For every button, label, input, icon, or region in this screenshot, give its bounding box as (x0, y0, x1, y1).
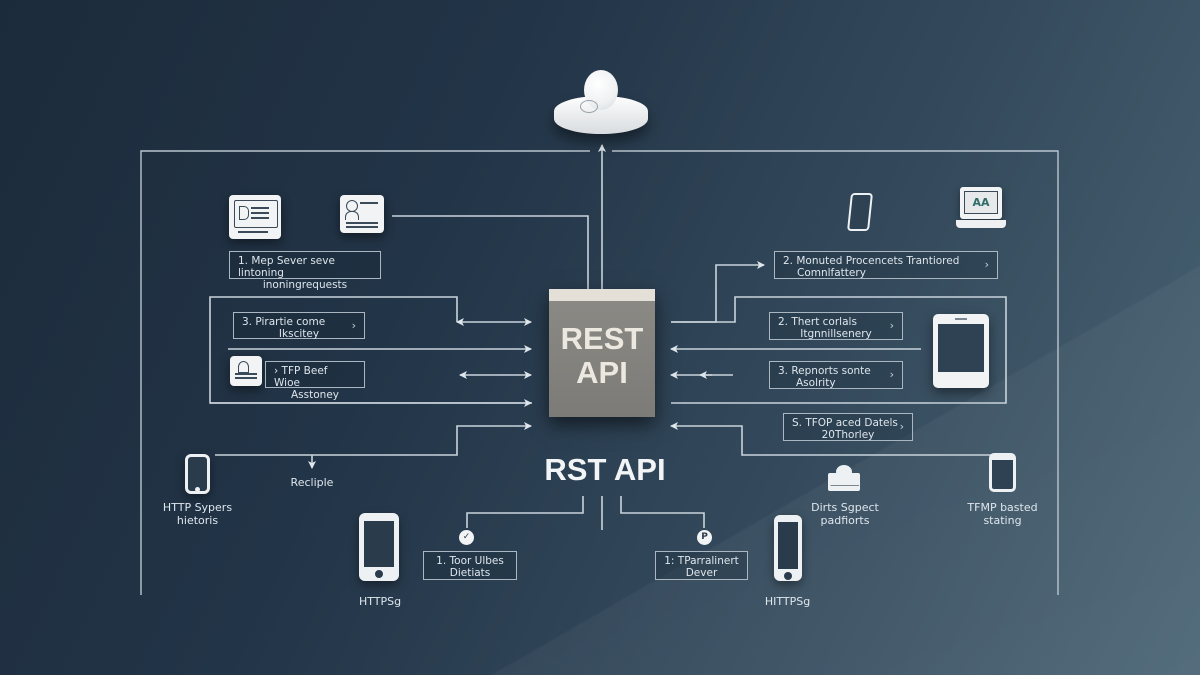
caption-https-left: HTTPSg (358, 595, 402, 608)
wire-bottom-left (466, 496, 584, 528)
right-label-1[interactable]: 2. Monuted Procencets Trantiored Comnlfa… (774, 251, 998, 279)
left-label-1-line2: inoningrequests (262, 279, 348, 291)
smartphone-icon-left[interactable] (185, 454, 210, 494)
caption-recipe: Recliple (290, 476, 334, 489)
wire-profile-to-hub (392, 215, 589, 289)
checkmark-icon: ✓ (459, 530, 474, 545)
document-card-icon[interactable] (229, 195, 281, 239)
chevron-right-icon: › (984, 258, 989, 271)
smartphone-icon[interactable] (847, 193, 873, 231)
right-label-4[interactable]: S. TFOP aced Datels 20Thorley › (783, 413, 913, 441)
tablet-icon[interactable] (933, 314, 989, 388)
laptop-screen-text: AA (972, 196, 990, 209)
right-bottom-label[interactable]: 1: TParralinert Dever (655, 551, 748, 580)
chevron-right-icon: › (351, 318, 356, 332)
left-label-1[interactable]: 1. Mep Sever seve lintoning inoningreque… (229, 251, 381, 291)
left-label-3-line2: Asstoney (291, 389, 339, 401)
caption-dirts-sgpect: Dirts Sgpect padfiorts (811, 501, 879, 527)
pin-icon: P (697, 530, 712, 545)
user-profile-card-icon[interactable] (340, 195, 384, 233)
left-label-2[interactable]: 3. Pirartie come Ikscitey › (233, 312, 365, 340)
hub-label-line2: API (576, 355, 628, 390)
ring-shape (580, 100, 598, 113)
right-label-3[interactable]: 3. Repnorts sonte Asolrity › (769, 361, 903, 389)
left-label-1-line1: 1. Mep Sever seve lintoning (238, 255, 335, 279)
left-label-3-line1: › TFP Beef Wioe (274, 365, 328, 389)
right-label-2[interactable]: 2. Thert corlals Itgnnillsenery › (769, 312, 903, 340)
wire-right-frame (671, 296, 1007, 404)
wire-bottom-right (620, 496, 705, 528)
left-label-3[interactable]: › TFP Beef Wioe Asstoney (265, 361, 365, 401)
outer-frame-top-left (140, 150, 590, 595)
wire-right-3 (670, 422, 995, 456)
top-node[interactable] (554, 70, 648, 136)
laptop-icon[interactable]: AA (956, 187, 1006, 233)
chevron-right-icon: › (889, 319, 894, 332)
outer-frame-top-right (612, 150, 1059, 595)
smartphone-icon-large-left[interactable] (359, 513, 399, 581)
tablet-small-icon[interactable] (989, 453, 1016, 492)
caption-https-right: HITTPSg (764, 595, 811, 608)
chevron-right-icon: › (899, 420, 904, 433)
left-bottom-label[interactable]: 1. Toor Ulbes Dietiats (423, 551, 517, 580)
caption-http-sypers: HTTP Sypers hietoris (162, 501, 233, 527)
wire-left-5 (215, 422, 532, 456)
chevron-right-icon: › (889, 368, 894, 381)
caption-tfmp-basted: TFMP basted stating (967, 501, 1038, 527)
smartphone-icon-large-right[interactable] (774, 515, 802, 581)
image-card-icon[interactable] (230, 356, 262, 386)
left-label-2-line2: Ikscitey (278, 328, 320, 340)
rest-api-hub[interactable]: REST API (549, 289, 655, 417)
diagram-title: RST API (544, 452, 666, 487)
wire-right-top (671, 261, 765, 323)
cloud-mail-icon[interactable] (828, 465, 860, 491)
hub-label-line1: REST (560, 321, 644, 356)
left-label-2-line1: 3. Pirartie come (242, 316, 326, 328)
